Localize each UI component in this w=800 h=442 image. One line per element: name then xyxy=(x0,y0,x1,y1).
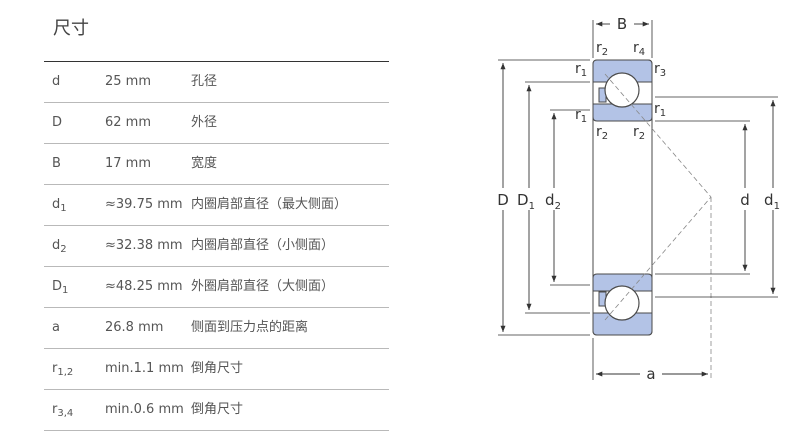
value: ≈39.75 mm xyxy=(105,197,183,212)
contact-angle-lines xyxy=(604,73,712,380)
value: ≈48.25 mm xyxy=(105,279,183,294)
symbol: r3,4 xyxy=(52,402,74,419)
table-row: d 25 mm 孔径 xyxy=(44,61,389,103)
value: 26.8 mm xyxy=(105,320,164,335)
description: 宽度 xyxy=(191,156,218,171)
symbol: D xyxy=(52,115,63,130)
value: min.0.6 mm xyxy=(105,402,184,417)
label-r2-bottom-right: r2 xyxy=(633,124,645,142)
symbol: d2 xyxy=(52,238,67,255)
table-row: d2 ≈32.38 mm 内圈肩部直径（小侧面） xyxy=(44,226,389,267)
description: 侧面到压力点的距离 xyxy=(191,320,309,335)
symbol: a xyxy=(52,320,60,335)
description: 内圈肩部直径（最大侧面） xyxy=(191,197,348,212)
label-r3: r3 xyxy=(654,61,666,79)
label-d2: d2 xyxy=(545,191,561,212)
table-row: d1 ≈39.75 mm 内圈肩部直径（最大侧面） xyxy=(44,185,389,226)
dimension-labels: B D D1 d2 d d1 a xyxy=(497,15,780,383)
value: min.1.1 mm xyxy=(105,361,184,376)
label-r1-left-bottom: r1 xyxy=(575,107,587,125)
label-r2-top: r2 xyxy=(596,40,608,58)
dimension-lines xyxy=(500,21,776,377)
label-D: D xyxy=(497,191,509,209)
description: 倒角尺寸 xyxy=(191,402,244,417)
description: 内圈肩部直径（小侧面） xyxy=(191,238,335,253)
label-r1-right: r1 xyxy=(654,101,666,119)
chamfer-labels: r2 r4 r1 r3 r1 r1 r2 r2 xyxy=(575,40,666,142)
description: 外径 xyxy=(191,115,218,130)
label-r2-bottom-left: r2 xyxy=(596,124,608,142)
value: 62 mm xyxy=(105,115,152,130)
section-title: 尺寸 xyxy=(53,18,89,39)
label-r1-left-top: r1 xyxy=(575,61,587,79)
value: 17 mm xyxy=(105,156,152,171)
label-D1: D1 xyxy=(517,191,535,212)
table-row: D 62 mm 外径 xyxy=(44,103,389,144)
label-r4: r4 xyxy=(633,40,645,58)
bottom-ring-section xyxy=(592,273,653,336)
table-row: B 17 mm 宽度 xyxy=(44,144,389,185)
table-row: r3,4 min.0.6 mm 倒角尺寸 xyxy=(44,390,389,431)
table-row: a 26.8 mm 侧面到压力点的距离 xyxy=(44,308,389,349)
table-row: r1,2 min.1.1 mm 倒角尺寸 xyxy=(44,349,389,390)
value: ≈32.38 mm xyxy=(105,238,183,253)
label-B: B xyxy=(617,15,627,33)
table-row: D1 ≈48.25 mm 外圈肩部直径（大侧面） xyxy=(44,267,389,308)
description: 倒角尺寸 xyxy=(191,361,244,376)
description: 外圈肩部直径（大侧面） xyxy=(191,279,335,294)
label-a: a xyxy=(646,365,655,383)
description: 孔径 xyxy=(191,74,218,89)
symbol: r1,2 xyxy=(52,361,74,378)
dimensions-table: d 25 mm 孔径 D 62 mm 外径 B 17 mm 宽度 d1 ≈39.… xyxy=(44,61,389,431)
symbol: D1 xyxy=(52,279,69,296)
bearing-diagram: B D D1 d2 d d1 a r2 r4 r1 r3 r1 r1 r2 r2 xyxy=(497,15,780,383)
symbol: d1 xyxy=(52,197,67,214)
label-d: d xyxy=(740,191,750,209)
label-d1: d1 xyxy=(764,191,780,212)
symbol: B xyxy=(52,156,61,171)
value: 25 mm xyxy=(105,74,152,89)
symbol: d xyxy=(52,74,61,89)
top-ring-section xyxy=(592,59,653,122)
extension-lines xyxy=(498,20,778,380)
